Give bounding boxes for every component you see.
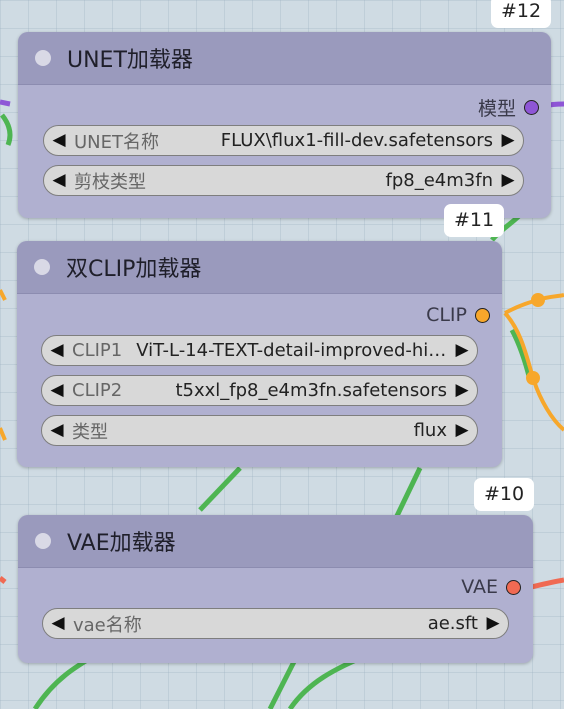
orange-wire xyxy=(0,427,7,441)
model-output-socket-icon[interactable] xyxy=(524,100,539,115)
node-id-badge: #11 xyxy=(444,204,505,237)
left-arrow-icon[interactable]: ◀ xyxy=(52,130,66,150)
unet-loader-node[interactable]: UNET加载器 模型 ◀ UNET名称 FLUX\flux1-fill-dev.… xyxy=(18,32,551,218)
node-id-badge: #10 xyxy=(474,478,535,511)
left-arrow-icon[interactable]: ◀ xyxy=(50,380,64,400)
collapse-dot-icon[interactable] xyxy=(35,533,51,549)
unet-name-select[interactable]: ◀ UNET名称 FLUX\flux1-fill-dev.safetensors… xyxy=(43,125,524,156)
clip-output-socket-icon[interactable] xyxy=(475,307,490,323)
purple-wire xyxy=(0,99,11,107)
model-output[interactable]: 模型 xyxy=(478,94,539,121)
widget-label: vae名称 xyxy=(73,614,142,636)
right-arrow-icon[interactable]: ▶ xyxy=(486,613,500,633)
clip2-select[interactable]: ◀ CLIP2 t5xxl_fp8_e4m3fn.safetensors ▶ xyxy=(41,375,478,406)
wire-reroute-point xyxy=(531,293,545,307)
green-wire xyxy=(392,466,423,522)
node-header[interactable]: 双CLIP加载器 xyxy=(17,241,502,294)
green-wire xyxy=(0,113,13,146)
widget-label: 类型 xyxy=(72,421,108,443)
output-label: CLIP xyxy=(426,304,467,326)
collapse-dot-icon[interactable] xyxy=(35,50,51,66)
clip1-select[interactable]: ◀ CLIP1 ViT-L-14-TEXT-detail-improved-hi… xyxy=(41,335,478,366)
green-wire xyxy=(198,466,242,512)
collapse-dot-icon[interactable] xyxy=(34,259,50,275)
node-header[interactable]: UNET加载器 xyxy=(18,32,551,85)
wire-reroute-point xyxy=(526,371,540,385)
vae-output[interactable]: VAE xyxy=(461,576,521,598)
vae-loader-node[interactable]: VAE加载器 VAE ◀ vae名称 ae.sft ▶ xyxy=(18,515,533,663)
left-arrow-icon[interactable]: ◀ xyxy=(50,340,64,360)
clip-type-select[interactable]: ◀ 类型 flux ▶ xyxy=(41,415,478,446)
vae-output-socket-icon[interactable] xyxy=(506,579,521,595)
widget-value: FLUX\flux1-fill-dev.safetensors xyxy=(220,130,493,151)
left-arrow-icon[interactable]: ◀ xyxy=(52,170,66,190)
node-title: 双CLIP加载器 xyxy=(66,257,202,282)
widget-value: fp8_e4m3fn xyxy=(385,170,493,191)
widget-value: t5xxl_fp8_e4m3fn.safetensors xyxy=(175,380,447,401)
node-id-badge: #12 xyxy=(491,0,552,28)
orange-wire xyxy=(504,293,564,315)
vae-wire xyxy=(0,576,7,584)
right-arrow-icon[interactable]: ▶ xyxy=(501,130,515,150)
node-title: VAE加载器 xyxy=(67,531,176,556)
widget-label: CLIP2 xyxy=(72,380,123,401)
weight-dtype-select[interactable]: ◀ 剪枝类型 fp8_e4m3fn ▶ xyxy=(43,165,524,196)
widget-label: CLIP1 xyxy=(72,340,123,361)
left-arrow-icon[interactable]: ◀ xyxy=(50,420,64,440)
left-arrow-icon[interactable]: ◀ xyxy=(51,613,65,633)
output-label: 模型 xyxy=(477,98,516,120)
right-arrow-icon[interactable]: ▶ xyxy=(455,420,469,440)
dual-clip-loader-node[interactable]: 双CLIP加载器 CLIP ◀ CLIP1 ViT-L-14-TEXT-deta… xyxy=(17,241,502,467)
widget-value: ViT-L-14-TEXT-detail-improved-hiT-GmP-TE… xyxy=(136,340,447,361)
vae-name-select[interactable]: ◀ vae名称 ae.sft ▶ xyxy=(42,608,509,639)
widget-label: 剪枝类型 xyxy=(74,171,146,193)
node-title: UNET加载器 xyxy=(67,48,193,73)
clip-output[interactable]: CLIP xyxy=(426,304,490,326)
widget-label: UNET名称 xyxy=(74,131,160,153)
output-label: VAE xyxy=(461,576,498,598)
widget-value: ae.sft xyxy=(427,613,478,634)
node-header[interactable]: VAE加载器 xyxy=(18,515,533,568)
right-arrow-icon[interactable]: ▶ xyxy=(501,170,515,190)
right-arrow-icon[interactable]: ▶ xyxy=(455,380,469,400)
right-arrow-icon[interactable]: ▶ xyxy=(455,340,469,360)
orange-wire xyxy=(0,289,7,301)
widget-value: flux xyxy=(413,420,447,441)
